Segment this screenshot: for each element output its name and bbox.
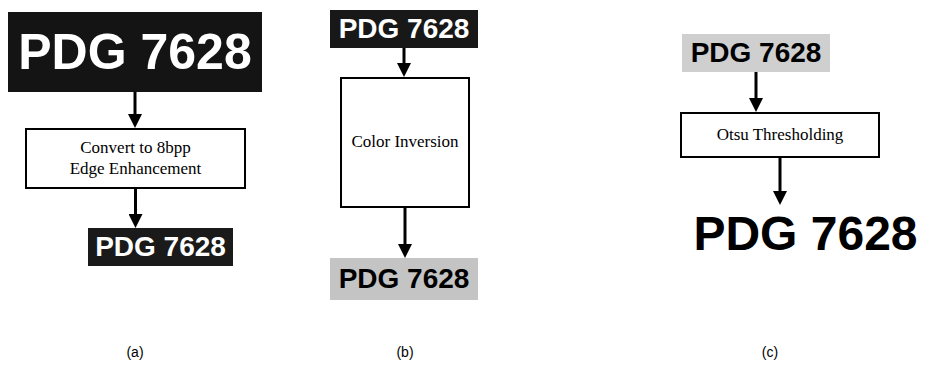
- plate-text: PDG 7628: [95, 233, 226, 261]
- plate-image: PDG 7628: [688, 205, 923, 263]
- plate-text: PDG 7628: [339, 265, 470, 293]
- step-text: Convert to 8bpp Edge Enhancement: [63, 138, 209, 179]
- process-box: Otsu Thresholding: [680, 112, 880, 158]
- panel-label: (a): [126, 344, 143, 360]
- flow-arrow: [755, 72, 758, 98]
- step-text: Color Inversion: [351, 132, 458, 152]
- flow-arrow: [134, 92, 137, 114]
- plate-text: PDG 7628: [339, 15, 470, 43]
- flow-arrow: [779, 158, 782, 191]
- plate-text: PDG 7628: [691, 39, 822, 67]
- panel-label: (b): [396, 344, 413, 360]
- process-box: Color Inversion: [340, 77, 470, 208]
- plate-image: PDG 7628: [330, 10, 478, 48]
- flow-arrow: [134, 189, 137, 214]
- process-box: Convert to 8bpp Edge Enhancement: [25, 128, 246, 189]
- plate-image: PDG 7628: [88, 228, 233, 266]
- plate-text: PDG 7628: [693, 210, 917, 258]
- flow-arrow: [404, 208, 407, 244]
- panel-label: (c): [762, 344, 778, 360]
- step-text: Otsu Thresholding: [717, 125, 844, 145]
- flow-arrow: [403, 48, 406, 63]
- plate-image: PDG 7628: [8, 12, 262, 92]
- plate-image: PDG 7628: [330, 258, 478, 300]
- plate-image: PDG 7628: [682, 34, 830, 72]
- plate-text: PDG 7628: [18, 27, 251, 77]
